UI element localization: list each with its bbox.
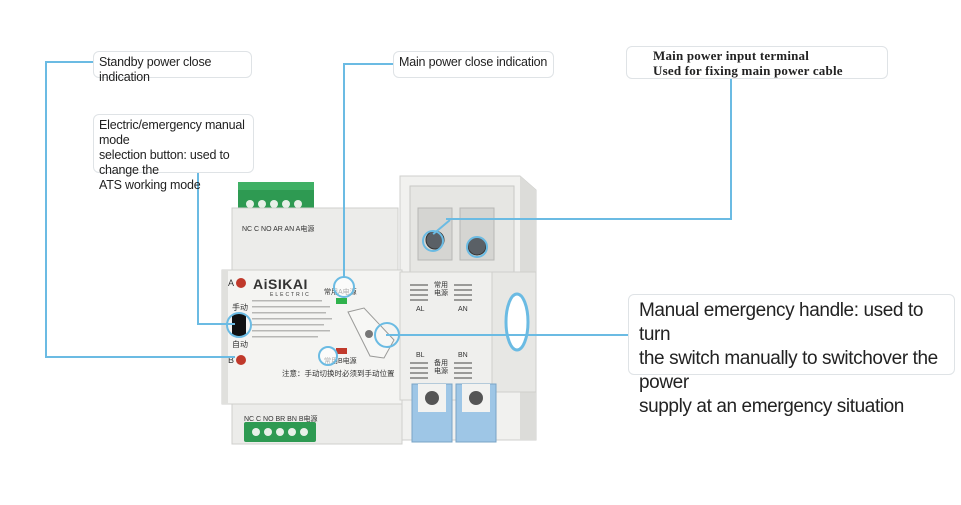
indicator-a-label: A xyxy=(228,278,235,288)
callout-mode-line3: ATS working mode xyxy=(99,178,201,192)
brand-logo: AiSIKAI xyxy=(253,276,308,292)
callout-handle-line2: the switch manually to switchover the po… xyxy=(639,348,938,393)
terminal-label-bl: BL xyxy=(416,352,425,359)
mode-auto-label: 自动 xyxy=(232,340,248,349)
top-terminal-labels: NC C NO AR AN A电源 xyxy=(242,226,315,233)
callout-handle-line1: Manual emergency handle: used to turn xyxy=(639,300,924,345)
mode-manual-label: 手动 xyxy=(232,303,248,312)
target-ring-input-2 xyxy=(466,236,488,258)
leader-input-v xyxy=(730,79,732,219)
callout-mode-line2: selection button: used to change the xyxy=(99,148,230,177)
side-blue-dial xyxy=(504,292,530,352)
callout-input-line2: Used for fixing main power cable xyxy=(653,63,843,78)
manual-switch-notice: 注意：手动切换时必须到手动位置 xyxy=(282,369,395,378)
terminal-label-bn: BN xyxy=(458,352,468,359)
brand-sub: ELECTRIC xyxy=(270,292,311,298)
callout-standby-close-text: Standby power close indication xyxy=(99,55,212,84)
callout-main-input: Main power input terminal Used for fixin… xyxy=(626,46,888,79)
callout-main-close-text: Main power close indication xyxy=(399,55,548,69)
standby-power-red-indicator xyxy=(336,348,347,354)
leader-mode-v xyxy=(197,172,199,324)
leader-handle-h xyxy=(386,334,628,336)
leader-main-close-h xyxy=(343,63,395,65)
indicator-b-label: B xyxy=(228,355,235,365)
indicator-b-light xyxy=(236,355,246,365)
standby-power-tag: 常用B电源 xyxy=(324,358,357,365)
target-ring-mode xyxy=(226,312,252,338)
callout-mode-line1: Electric/emergency manual mode xyxy=(99,118,245,147)
bottom-terminal-labels: NC C NO BR BN B电源 xyxy=(244,416,318,423)
callout-mode-button: Electric/emergency manual mode selection… xyxy=(93,114,254,192)
common-power-label: 常用 电源 xyxy=(434,282,448,297)
leader-standby-h2 xyxy=(45,356,235,358)
target-ring-main-close xyxy=(333,276,355,298)
target-ring-standby xyxy=(318,346,338,366)
callout-input-line1: Main power input terminal xyxy=(653,48,810,63)
indicator-a-light xyxy=(236,278,246,288)
callout-handle-line3: supply at an emergency situation xyxy=(639,396,904,417)
leader-mode-h xyxy=(197,323,235,325)
leader-standby-v xyxy=(45,61,47,358)
leader-input-h xyxy=(446,218,732,220)
callout-manual-handle: Manual emergency handle: used to turn th… xyxy=(628,294,955,417)
target-ring-input xyxy=(422,230,444,252)
terminal-label-al: AL xyxy=(416,306,425,313)
standby-power-label: 备用 电源 xyxy=(434,360,448,375)
target-ring-handle xyxy=(374,322,400,348)
callout-standby-close: Standby power close indication xyxy=(93,51,252,84)
leader-standby-h1 xyxy=(45,61,95,63)
terminal-label-an: AN xyxy=(458,306,468,313)
main-power-green-indicator xyxy=(336,298,347,304)
leader-main-close-v xyxy=(343,63,345,277)
bottom-green-terminal-block xyxy=(244,422,316,442)
callout-main-close: Main power close indication xyxy=(393,51,554,78)
